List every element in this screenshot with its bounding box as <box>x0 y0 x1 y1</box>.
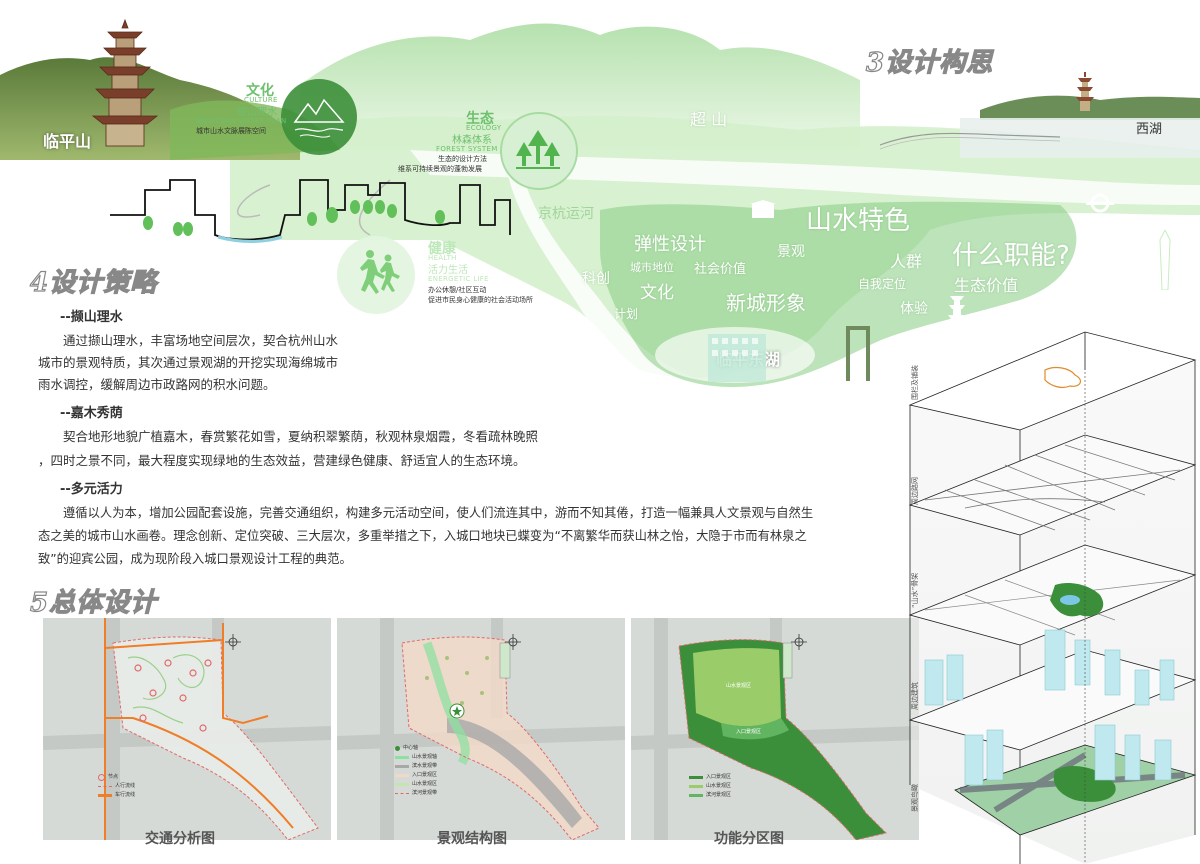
ecology-en-1: ECOLOGY <box>466 124 502 132</box>
strategy-3-line-3: 致”的迎宾公园，成为现阶段入城口景观设计工程的典范。 <box>38 552 352 566</box>
layer-label-skeleton: “山水”骨架 <box>911 572 919 608</box>
strategy-1-line-3: 雨水调控，缓解周边市政路网的积水问题。 <box>38 377 276 392</box>
legend-riverside-belt: 滨河景观带 <box>395 789 437 798</box>
word-tech-innovation: 科创 <box>582 271 610 287</box>
legend-mountain-water-axis: 山水景观轴 <box>395 753 437 762</box>
word-ecological-value: 生态价值 <box>954 276 1019 295</box>
strategy-3-line-1: 遵循以人为本，增加公园配套设施，完善交通组织，构建多元活动空间，使人们流连其中，… <box>63 506 814 520</box>
word-plan: 计划 <box>614 307 639 321</box>
traffic-legend: 节点 人行流线 车行流线 <box>98 773 135 800</box>
word-resilient-design: 弹性设计 <box>634 234 706 255</box>
landmark-tower-icon <box>1159 230 1171 290</box>
place-linping-mountain: 临平山 <box>43 132 92 151</box>
culture-circle <box>281 79 357 155</box>
ecology-desc-2: 维系可持续景观的蓬勃发展 <box>398 165 482 173</box>
word-what-function: 什么职能? <box>952 241 1070 271</box>
health-en-1: HEALTH <box>428 254 457 262</box>
place-chao-mountain: 超 山 <box>690 110 728 129</box>
word-mountain-water-feature: 山水特色 <box>806 206 911 236</box>
culture-en-1: CULTURE <box>244 96 278 104</box>
layer-label-aerial: 景观鸟瞰 <box>911 784 919 812</box>
culture-en-2: MOUNTAIN WATER PLAN <box>196 117 287 125</box>
strategy-2-title: --嘉木秀荫 <box>60 406 123 421</box>
landscape-legend: 中心轴 山水景观轴 滨水景观带 入口景观区 山水景观区 滨河景观带 <box>395 744 437 798</box>
layer-label-buildings: 周边建筑 <box>911 682 919 710</box>
heading-design-strategy: 4设计策略 <box>29 267 158 298</box>
landmark-ring-icon <box>1086 193 1114 213</box>
traffic-plan-drawing <box>43 618 331 840</box>
legend-pedestrian-route: 人行流线 <box>98 782 135 791</box>
ecology-subtitle: 林森体系 <box>452 135 492 146</box>
health-desc-1: 办公休憩/社区互动 <box>428 286 487 294</box>
word-social-value: 社会价值 <box>694 262 747 277</box>
health-title: 健康 <box>428 241 456 257</box>
strategy-2-line-2: ，四时之景不同，最大程度实现绿地的生态效益，营建绿色健康、舒适宜人的生态环境。 <box>38 453 526 468</box>
legend-mountain-water-zone: 山水景观区 <box>395 780 437 789</box>
layer-label-fence: 围栏及铺装 <box>911 365 919 400</box>
health-subtitle: 活力生活 <box>428 265 468 276</box>
culture-title: 文化 <box>246 83 274 99</box>
legend-entrance-zone: 入口景观区 <box>395 771 437 780</box>
landscape-plan-drawing <box>337 618 625 840</box>
pagoda-illustration <box>91 18 159 147</box>
strategy-1-line-1: 通过撷山理水，丰富场地空间层次，契合杭州山水 <box>63 333 339 348</box>
traffic-analysis-plan: 节点 人行流线 车行流线 <box>43 618 331 840</box>
zone-label-mountain-water: 山水景观区 <box>726 683 752 689</box>
word-new-city-image: 新城形象 <box>726 291 806 315</box>
health-desc-2: 促进市民身心健康的社会活动场所 <box>428 296 533 304</box>
strategy-3-line-2: 态之美的城市山水画卷。理念创新、定位突破、三大层次，多重举措之下，入城口地块已蝶… <box>38 529 807 543</box>
legend-vehicle-route: 车行流线 <box>98 791 135 800</box>
place-grand-canal: 京杭运河 <box>538 206 594 222</box>
landmark-gate-icon <box>750 200 776 218</box>
forest-icon <box>516 130 560 169</box>
heading-overall-design: 5总体设计 <box>29 587 158 618</box>
landscape-plan-caption: 景观结构图 <box>437 831 507 847</box>
small-pagoda-icon <box>1076 72 1094 111</box>
culture-subtitle: 撷山理水 <box>237 107 277 118</box>
runners-icon <box>360 250 400 294</box>
ecology-desc-1: 生态的设计方法 <box>438 155 487 163</box>
strategy-1-line-2: 城市的景观特质，其次通过景观湖的开挖实现海绵城市 <box>38 355 339 370</box>
mountain-water-icon <box>293 98 345 138</box>
strategy-3-title: --多元活力 <box>60 482 123 497</box>
word-crowd: 人群 <box>890 252 923 271</box>
legend-central-axis: 中心轴 <box>395 744 437 753</box>
city-skyline-section <box>110 179 511 243</box>
function-zoning-plan: 山水景观区 入口景观区 入口景观区 山水景观区 滨河景观区 <box>631 618 919 840</box>
landscape-structure-plan: 中心轴 山水景观轴 滨水景观带 入口景观区 山水景观区 滨河景观带 <box>337 618 625 840</box>
ecology-en-2: FOREST SYSTEM <box>436 145 498 153</box>
legend-node: 节点 <box>98 773 135 782</box>
heading-design-concept: 3设计构思 <box>865 47 994 78</box>
landmark-pagoda-icon <box>948 296 966 329</box>
word-culture: 文化 <box>640 283 674 303</box>
word-self-positioning: 自我定位 <box>858 277 907 291</box>
function-legend: 入口景观区 山水景观区 滨河景观区 <box>689 773 731 800</box>
word-city-status: 城市地位 <box>630 261 674 274</box>
function-plan-caption: 功能分区图 <box>714 831 784 847</box>
legend-function-entrance: 入口景观区 <box>689 773 731 782</box>
traffic-plan-caption: 交通分析图 <box>145 831 215 847</box>
word-experience: 体验 <box>900 301 928 317</box>
strategy-2-line-1: 契合地形地貌广植嘉木，春赏繁花如雪，夏纳积翠繁荫，秋观林泉烟霞，冬看疏林晚照 <box>63 429 539 444</box>
zone-label-entrance: 入口景观区 <box>736 729 762 735</box>
health-en-2: ENERGETIC LIFE <box>428 275 489 283</box>
exploded-axonometric <box>908 331 1197 864</box>
layer-label-road: 周边路网 <box>911 477 919 505</box>
east-lake-building <box>708 326 870 382</box>
place-west-lake: 西湖 <box>1136 122 1163 137</box>
legend-function-riverside: 滨河景观区 <box>689 791 731 800</box>
legend-waterfront-belt: 滨水景观带 <box>395 762 437 771</box>
culture-desc: 城市山水文脉展陈空间 <box>196 127 266 135</box>
strategy-1-title: --撷山理水 <box>60 310 123 325</box>
ecology-title: 生态 <box>466 111 494 127</box>
word-landscape: 景观 <box>777 244 805 260</box>
legend-function-mountain-water: 山水景观区 <box>689 782 731 791</box>
bridge-illustration <box>880 132 1060 150</box>
function-plan-drawing <box>631 618 919 840</box>
